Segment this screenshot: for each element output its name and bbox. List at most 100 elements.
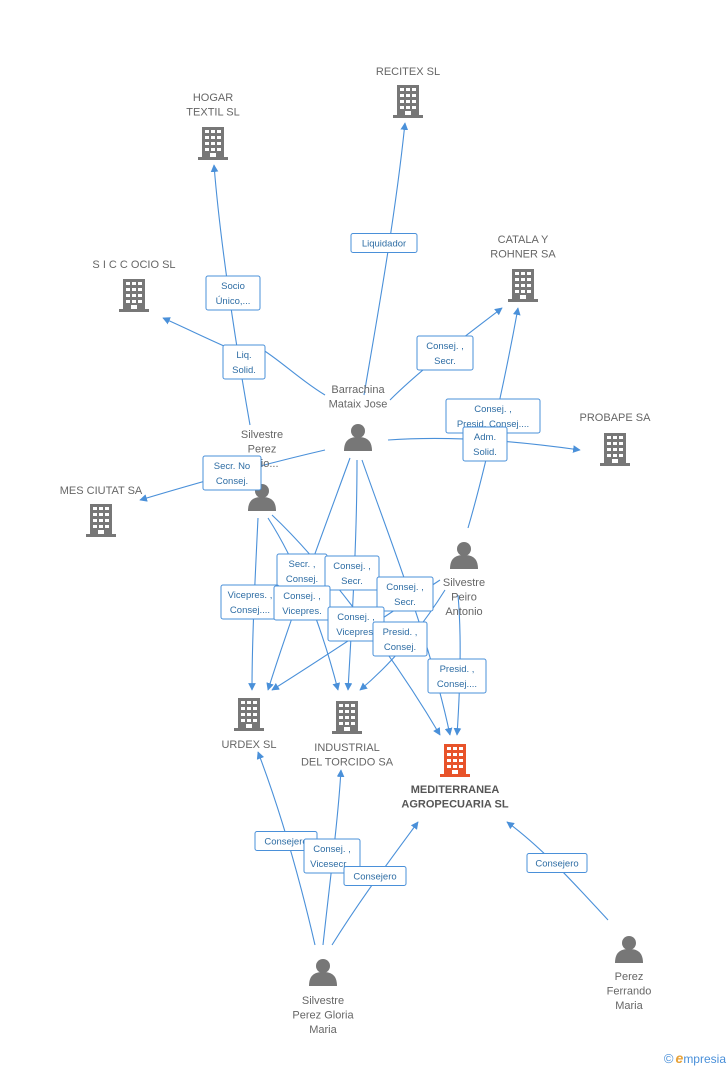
node-label: Maria [309,1024,337,1036]
node-torcido[interactable]: INDUSTRIAL DEL TORCIDO SA [301,701,394,769]
edge-label-text: Consej. [384,642,416,653]
edge-label-text: Secr. [394,597,416,608]
node-label: Peiro [451,592,477,604]
node-label: Antonio [445,606,482,618]
edge-label-e4[interactable]: Consej. , Secr. [416,335,474,371]
node-label: DEL TORCIDO SA [301,757,394,769]
edge-label-e3[interactable]: Liq. Solid. [222,344,266,380]
edge-label-e9[interactable]: Consej. ,Secr. [324,555,380,591]
node-label: Perez [248,444,277,456]
edge-label-box [273,585,331,621]
edge-label-text: Presid. Consej.... [457,419,529,430]
edge-label-text: Secr. [434,356,456,367]
building-icon [600,433,630,466]
edge-label-e6[interactable]: Adm.Solid. [462,426,508,462]
node-label: Silvestre [443,577,485,589]
edge-label-e12[interactable]: Consej. , Secr. [376,576,434,612]
edge-label-box [205,275,261,311]
edge-label-text: Solid. [232,365,256,376]
node-label: Silvestre [241,429,283,441]
edge-label-e10[interactable]: Vicepres. ,Consej.... [220,584,280,620]
edge-barrachina-recitex [363,122,409,396]
edge-label-box [303,838,361,874]
node-label: S I C C OCIO SL [92,259,175,271]
building-icon [440,744,470,777]
node-label: PROBAPE SA [580,412,652,424]
node-siccocio[interactable]: S I C C OCIO SL [92,259,176,312]
edge-label-text: Consej. , [386,582,424,593]
node-label: Ferrando [607,986,652,998]
edge-label-e19[interactable]: Consejero [526,853,588,873]
edge-label-e8[interactable]: Secr. ,Consej. [276,553,328,589]
edge-label-text: Consej.... [437,679,477,690]
edge-label-text: Consej. , [283,591,321,602]
edge-label-box [376,576,434,612]
edge-label-text: Vicepres. , [228,590,273,601]
edge-label-text: Vicepres. [336,627,375,638]
edge-label-box [462,426,508,462]
brand-initial: e [675,1050,684,1066]
edge-label-e18[interactable]: Consejero [343,866,407,886]
node-urdex[interactable]: URDEX SL [221,698,277,751]
edge-label-text: Liquidador [362,239,406,250]
node-label: Perez Gloria [292,1010,354,1022]
edge-label-box [372,621,428,657]
node-label: Silvestre [302,995,344,1007]
node-label: CATALA Y [498,234,549,246]
edge-label-text: Secr. No [214,461,250,472]
edge-label-e17[interactable]: Consej. , Vicesecr... [303,838,361,874]
building-icon [86,504,116,537]
edge-label-text: Secr. , [289,559,316,570]
edge-label-e7[interactable]: Secr. No Consej. [202,455,262,491]
edge-label-e1[interactable]: Liquidador [350,233,418,253]
person-icon [615,936,643,963]
edge-label-text: Vicepres. [282,606,321,617]
edge-label-text: Secr. [341,576,363,587]
brand-name: mpresia [683,1052,726,1066]
node-label: MEDITERRANEA [411,784,500,796]
edge-label-text: Consej. , [313,844,351,855]
building-icon [198,127,228,160]
edge-barrachina-siccocio [259,347,326,396]
node-mesciutat[interactable]: MES CIUTAT SA [60,485,143,537]
edge-label-text: Vicesecr... [310,859,354,870]
edge-label-e11[interactable]: Consej. , Vicepres. [273,585,331,621]
edge-label-text: Consej. , [474,404,512,415]
person-icon [450,542,478,569]
node-label: MES CIUTAT SA [60,485,143,497]
edge-label-text: Consej. , [426,341,464,352]
edge-label-box [202,455,262,491]
edge-label-text: Presid. , [440,664,475,675]
node-recitex[interactable]: RECITEX SL [376,66,440,118]
node-probape[interactable]: PROBAPE SA [580,412,652,466]
edge-label-text: Consejero [535,859,578,870]
edge-label-e14[interactable]: Presid. ,Consej. [372,621,428,657]
edge-label-box [350,233,418,253]
building-icon [393,85,423,118]
edge-label-text: Liq. [236,350,251,361]
edge-label-text: Socio [221,281,245,292]
node-label: Maria [615,1000,643,1012]
node-label: TEXTIL SL [186,107,239,119]
node-label: INDUSTRIAL [314,742,379,754]
edge-label-text: Consejero [353,872,396,883]
edge-label-box [222,344,266,380]
edge-label-e2[interactable]: SocioÚnico,... [205,275,261,311]
node-label: Perez [615,971,644,983]
copyright-symbol: © [663,1051,674,1066]
node-label: Barrachina [331,384,385,396]
node-label: URDEX SL [221,739,276,751]
edge-label-e15[interactable]: Presid. , Consej.... [427,658,487,694]
edge-label-text: Consej. , [337,612,375,623]
empresia-watermark: ©empresia [664,1050,726,1066]
edge-label-text: Consej. [216,476,248,487]
person-icon [344,424,372,451]
